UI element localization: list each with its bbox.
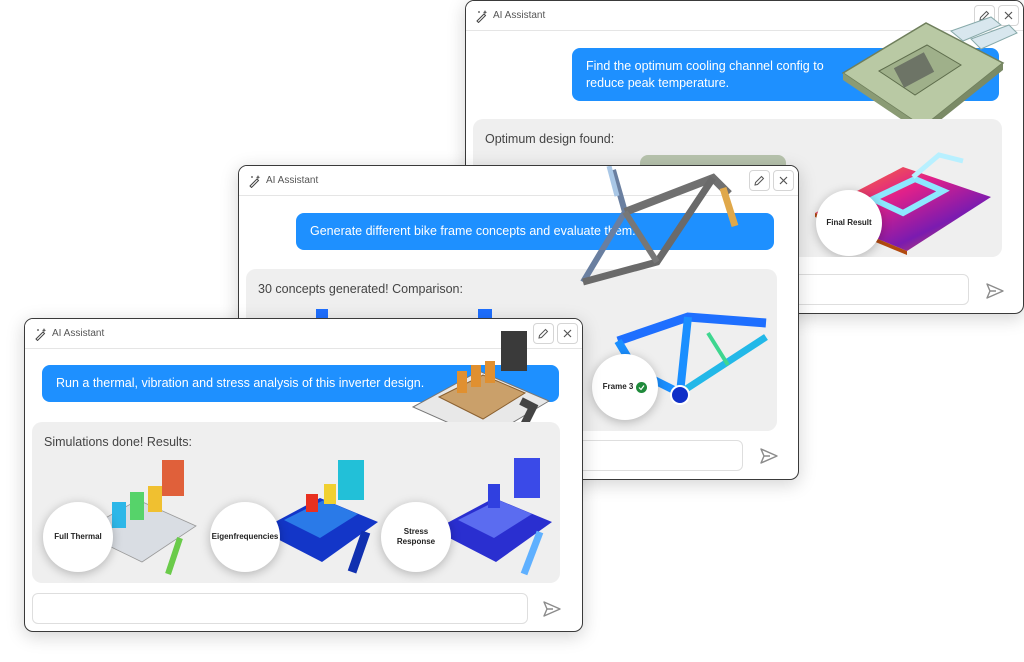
assistant-reply-card: Simulations done! Results: Full Thermal … xyxy=(32,422,560,583)
edit-button[interactable] xyxy=(749,170,770,191)
chat-input[interactable] xyxy=(575,440,743,471)
check-circle-icon xyxy=(636,381,648,393)
send-icon[interactable] xyxy=(759,446,779,466)
close-button[interactable] xyxy=(557,323,578,344)
sparkle-pen-icon xyxy=(249,175,261,188)
user-message-text: Run a thermal, vibration and stress anal… xyxy=(56,376,425,390)
send-icon[interactable] xyxy=(542,599,562,619)
close-icon xyxy=(779,176,788,185)
window-title: AI Assistant xyxy=(52,328,105,339)
edit-icon xyxy=(979,10,990,21)
result-label-text: Eigenfrequencies xyxy=(211,532,279,541)
result-label-text: Full Thermal xyxy=(54,532,102,541)
result-label-text: Stress Response xyxy=(396,527,436,546)
result-label-badge[interactable]: Eigenfrequencies xyxy=(210,502,280,572)
send-icon[interactable] xyxy=(985,281,1005,301)
edit-icon xyxy=(538,328,549,339)
eigenfrequency-simulation-image xyxy=(260,460,378,574)
stress-simulation-image xyxy=(434,458,552,576)
result-label-text: Frame 3 xyxy=(602,382,634,391)
user-message-text: Find the optimum cooling channel config … xyxy=(586,58,824,90)
bike-frame-model-image xyxy=(580,166,739,286)
edit-icon xyxy=(754,175,765,186)
edit-button[interactable] xyxy=(533,323,554,344)
assistant-reply-text: Optimum design found: xyxy=(485,132,615,146)
user-message-text: Generate different bike frame concepts a… xyxy=(310,224,636,238)
result-label-text: Final Result xyxy=(826,218,872,227)
user-message-bubble: Run a thermal, vibration and stress anal… xyxy=(42,365,559,402)
result-label-badge[interactable]: Full Thermal xyxy=(43,502,113,572)
sparkle-pen-icon xyxy=(476,10,488,23)
thermal-simulation-image xyxy=(79,460,197,575)
close-icon xyxy=(1004,11,1013,20)
result-label-badge[interactable]: Frame 3 xyxy=(592,354,658,420)
user-message-bubble: Generate different bike frame concepts a… xyxy=(296,213,774,250)
titlebar: AI Assistant xyxy=(25,319,582,349)
assistant-reply-text: Simulations done! Results: xyxy=(44,435,192,449)
window-title: AI Assistant xyxy=(266,175,319,186)
result-label-badge[interactable]: Stress Response xyxy=(381,502,451,572)
close-button[interactable] xyxy=(773,170,794,191)
close-icon xyxy=(563,329,572,338)
cooling-plate-model-image xyxy=(841,16,1018,134)
chat-window-inverter: AI Assistant Run a thermal, vibration an… xyxy=(24,318,583,632)
result-label-badge[interactable]: Final Result xyxy=(816,190,882,256)
sparkle-pen-icon xyxy=(35,328,47,341)
window-title: AI Assistant xyxy=(493,10,546,21)
assistant-reply-text: 30 concepts generated! Comparison: xyxy=(258,282,463,296)
chat-input[interactable] xyxy=(32,593,528,624)
